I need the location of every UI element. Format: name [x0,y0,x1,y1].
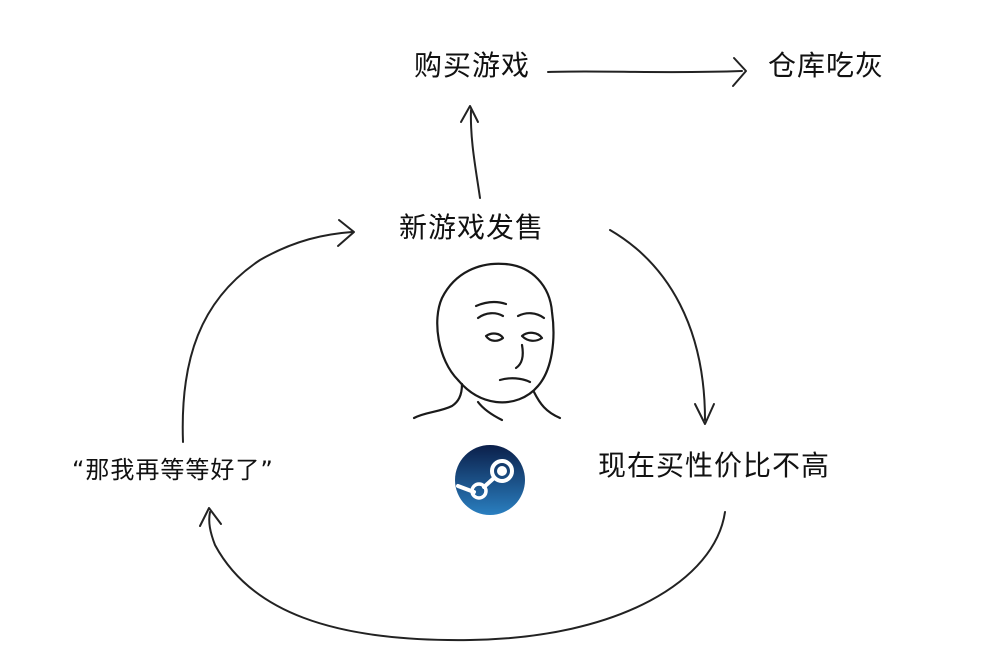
arrow-release-to-buy [460,105,481,199]
wojak-face-icon [412,262,562,422]
arrow-wait-to-release [181,219,355,443]
buy-game-label: 购买游戏 [414,49,531,82]
not-worth-now-label: 现在买性价比不高 [598,449,831,482]
gather-dust-label: 仓库吃灰 [768,49,885,82]
arrow-buy-to-dust [547,57,747,87]
arrow-not-worth-to-wait [199,507,726,642]
new-game-release-label: 新游戏发售 [399,211,545,244]
arrow-release-to-not-worth [609,229,715,425]
wait-more-label: “那我再等等好了” [72,456,274,484]
steam-logo-icon [455,445,525,515]
